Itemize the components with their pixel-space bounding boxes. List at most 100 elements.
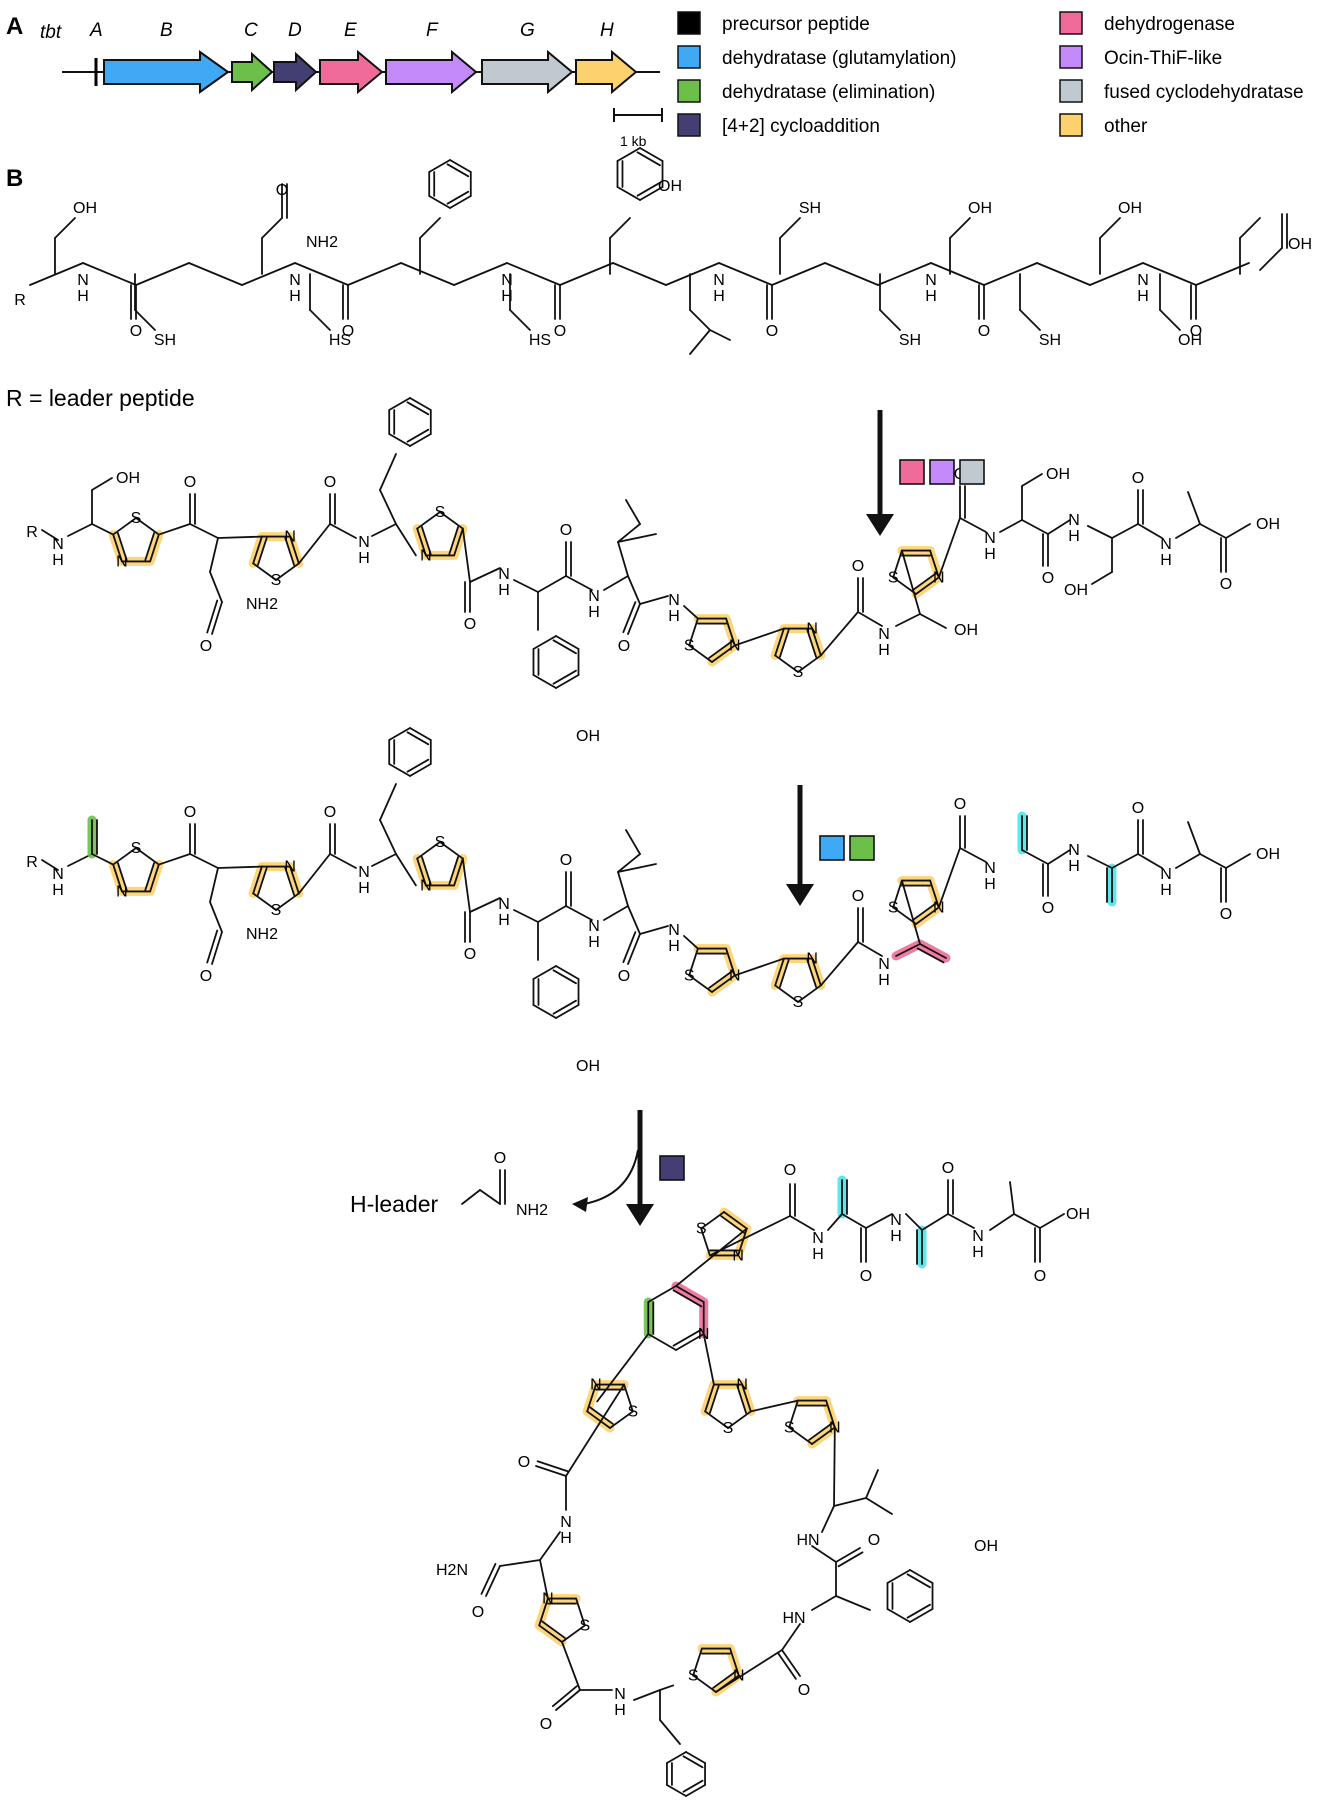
gene-label-e: E	[344, 20, 357, 41]
legend-item: precursor peptide	[677, 11, 870, 35]
legend-label: dehydratase (elimination)	[722, 82, 935, 103]
atom-label: S	[696, 1221, 707, 1238]
bond	[561, 1641, 581, 1691]
atom-label: O	[942, 1160, 954, 1177]
bond	[779, 629, 790, 658]
bond	[532, 1004, 557, 1019]
bond	[808, 1422, 833, 1441]
bond	[513, 579, 539, 593]
bond	[555, 1004, 580, 1019]
legend-label: dehydrogenase	[1104, 14, 1235, 35]
bond	[409, 433, 432, 447]
bond	[1199, 523, 1227, 539]
bond	[688, 617, 699, 647]
atom-label: O	[1132, 470, 1144, 487]
bond	[1187, 491, 1201, 525]
atom-label: OH	[1046, 466, 1070, 483]
bond	[708, 640, 733, 659]
legend-label: precursor peptide	[722, 14, 870, 35]
bond	[1036, 262, 1091, 286]
bond	[609, 1410, 634, 1429]
bond	[609, 217, 631, 239]
bond	[217, 865, 263, 869]
bond	[1142, 262, 1197, 286]
bond	[416, 841, 441, 860]
bond	[709, 329, 731, 341]
gene-label-a: A	[89, 20, 103, 41]
bond	[532, 674, 557, 689]
bond	[675, 1285, 705, 1303]
bond	[485, 1565, 501, 1597]
bond	[639, 147, 664, 162]
bond	[689, 329, 711, 355]
bond	[639, 186, 664, 201]
bond	[627, 575, 641, 605]
bond	[725, 947, 736, 977]
bond	[388, 763, 411, 777]
bond	[892, 879, 903, 909]
bond	[461, 1189, 481, 1205]
bond	[1175, 853, 1201, 869]
atom-label: O	[1220, 906, 1232, 923]
bond	[157, 853, 191, 866]
legend-label: [4+2] cycloaddition	[722, 116, 880, 137]
bond	[622, 601, 637, 634]
bond	[833, 1497, 867, 1507]
bond	[257, 537, 268, 566]
bond	[575, 1597, 586, 1627]
bond	[892, 576, 917, 595]
bond	[275, 562, 300, 581]
bond	[617, 853, 641, 873]
atom-label: HS	[529, 332, 551, 349]
bond	[857, 941, 883, 957]
bond	[886, 1608, 911, 1623]
bond	[275, 892, 300, 911]
bond	[117, 532, 128, 561]
enzyme-color-box	[929, 459, 955, 485]
bond	[406, 401, 430, 416]
cluster-prefix: tbt	[40, 22, 62, 43]
atom-label: SH	[1039, 332, 1061, 349]
bond	[725, 617, 736, 647]
panel-letter-a: A	[6, 13, 23, 40]
bond	[789, 1215, 815, 1231]
bond	[636, 181, 661, 197]
bond	[1137, 853, 1163, 869]
bond	[622, 931, 637, 964]
bond	[709, 1385, 720, 1414]
bond	[409, 397, 432, 411]
bond	[91, 853, 115, 866]
bond	[536, 1460, 569, 1473]
atom-label: O	[1042, 900, 1054, 917]
bond	[666, 1784, 687, 1797]
bond	[189, 523, 219, 539]
gene-e-arrow	[319, 49, 384, 95]
bond	[1099, 217, 1121, 239]
bond	[774, 957, 785, 987]
atom-label: O	[130, 323, 142, 340]
atom-label: O	[618, 968, 630, 985]
bond	[1021, 519, 1049, 535]
bond	[188, 262, 243, 286]
bond	[469, 567, 501, 583]
legend-swatch	[677, 79, 701, 103]
bond	[149, 533, 160, 563]
bond	[535, 1465, 567, 1477]
bond	[659, 1684, 675, 1691]
atom-label: OH	[1064, 582, 1088, 599]
atom-label: HN	[782, 1610, 805, 1627]
bond	[623, 1383, 634, 1413]
atom-label: N	[116, 553, 128, 570]
bond	[513, 909, 539, 923]
legend-item: fused cyclodehydratase	[1059, 79, 1304, 103]
atom-label: OH	[658, 178, 682, 195]
bond	[647, 1333, 677, 1351]
legend-swatch	[1059, 79, 1083, 103]
bond	[406, 731, 430, 746]
enzyme-color-box	[659, 1155, 685, 1181]
